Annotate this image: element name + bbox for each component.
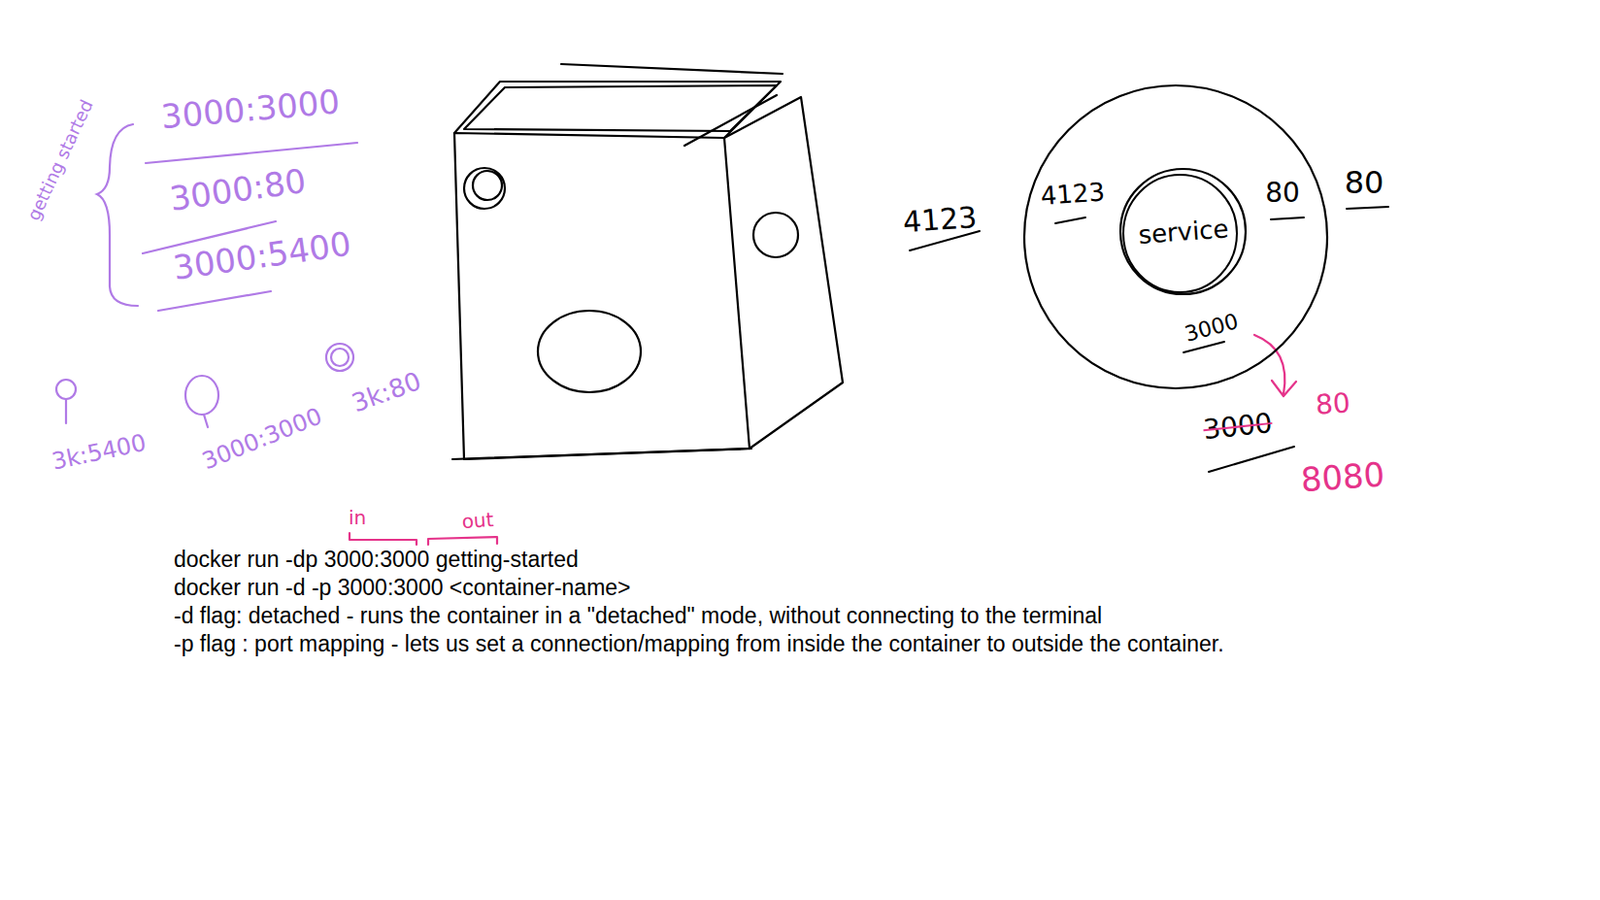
underline	[1208, 446, 1295, 472]
pin-head	[185, 375, 219, 415]
bracket	[428, 536, 498, 545]
port-number: 80	[1265, 178, 1300, 209]
cube-edge	[452, 448, 752, 460]
port-number: 4123	[1039, 177, 1106, 210]
cube-top	[454, 81, 781, 138]
port-number: 80	[1344, 166, 1385, 200]
port-pair: 3000:5400	[170, 226, 354, 288]
port-pair: 3000:3000	[199, 402, 327, 474]
port-number: 80	[1314, 388, 1352, 421]
command-line: -p flag : port mapping - lets us set a c…	[173, 631, 1572, 659]
cube-side	[724, 97, 843, 449]
port-number: 8080	[1300, 456, 1387, 499]
port-hole	[472, 170, 502, 200]
command-line: docker run -d -p 3000:3000 <container-na…	[173, 574, 1572, 602]
port-hole	[464, 167, 505, 209]
annotation: in	[348, 506, 367, 529]
curly-bracket	[97, 124, 138, 306]
command-line: docker run -dp 3000:3000 getting-started	[173, 546, 1572, 574]
port-pair: 3k:80	[348, 366, 426, 418]
port-hole	[753, 212, 799, 258]
underline	[158, 291, 271, 311]
cube-top-scribble	[464, 85, 777, 132]
port-number: 3000	[1182, 309, 1241, 347]
circle-line	[1123, 174, 1237, 293]
annotation: out	[461, 508, 495, 533]
port-pair: 3000:80	[166, 163, 308, 219]
underline	[1270, 217, 1304, 220]
cube-front	[454, 133, 750, 460]
node-title: service	[1136, 214, 1230, 249]
handwritten-note: getting started	[24, 97, 98, 224]
underline	[1055, 217, 1086, 224]
port-pair: 3000:3000	[159, 83, 341, 135]
command-line: -d flag: detached - runs the container i…	[173, 602, 1572, 631]
outer-circle: 4123 80 3000 service	[1022, 83, 1330, 391]
cube-sketch	[452, 64, 843, 460]
bracket	[349, 533, 417, 545]
port-number: 4123	[901, 200, 978, 238]
underline	[145, 142, 358, 164]
pin-head	[56, 379, 76, 400]
port-hole	[537, 310, 641, 393]
pin-stem	[65, 399, 67, 424]
circle-line	[1024, 85, 1328, 389]
pink-notes	[349, 334, 1297, 545]
underline	[1346, 206, 1389, 209]
service-circle: service	[1118, 166, 1248, 297]
cube-scribble	[561, 64, 783, 146]
arrow-head	[1271, 380, 1297, 397]
purple-notes	[56, 124, 358, 428]
port-pair: 3k:5400	[49, 430, 149, 475]
circle-line	[1120, 168, 1246, 295]
pin-stem	[203, 414, 208, 428]
black-underlines	[909, 206, 1389, 472]
port-number: 3000	[1201, 408, 1274, 446]
pin-head	[326, 343, 354, 371]
pin-head	[331, 348, 349, 367]
